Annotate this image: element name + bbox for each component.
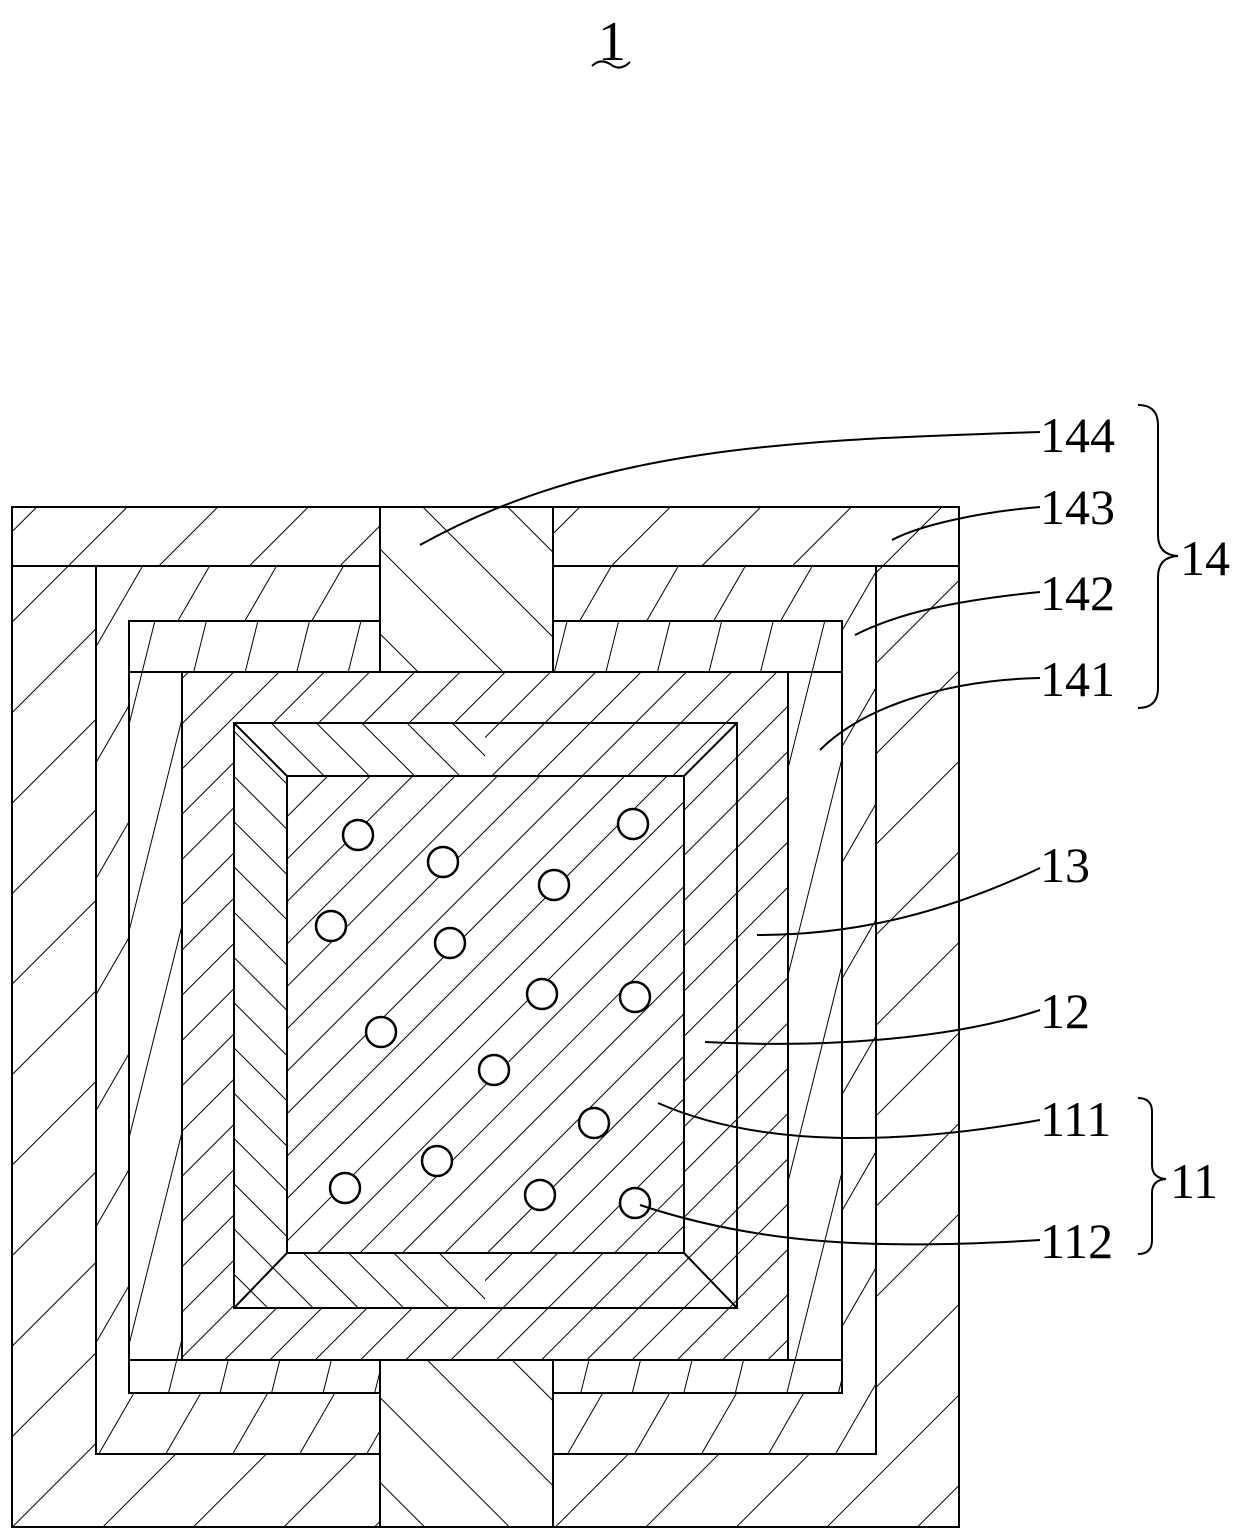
figure-number: 1: [591, 11, 631, 73]
particle: [618, 980, 652, 1014]
particles-112: [314, 807, 652, 1220]
label-14: 14: [1180, 530, 1230, 586]
leader-13: [756, 867, 1041, 936]
particle: [525, 977, 559, 1011]
leader-12: [704, 1009, 1041, 1045]
particle: [364, 1015, 398, 1049]
particle: [537, 868, 571, 902]
leader-144: [419, 431, 1041, 546]
layer-144: [379, 506, 554, 1528]
label-13: 13: [1040, 837, 1090, 893]
leader-111: [657, 1102, 1041, 1140]
label-12: 12: [1040, 983, 1090, 1039]
particle: [314, 909, 348, 943]
particle: [616, 807, 650, 841]
core-111: [286, 775, 685, 1254]
label-11: 11: [1170, 1153, 1218, 1209]
label-112: 112: [1040, 1213, 1113, 1269]
particle: [618, 1186, 652, 1220]
leader-141: [819, 677, 1041, 751]
leader-142: [854, 591, 1041, 636]
figure-number-tilde: [591, 60, 631, 69]
label-141: 141: [1040, 651, 1115, 707]
particle: [577, 1106, 611, 1140]
label-111: 111: [1040, 1091, 1111, 1147]
particle: [433, 926, 467, 960]
reference-labels: 144 143 142 141 14 13 12 111 11 112: [1040, 407, 1230, 1269]
particle: [426, 845, 460, 879]
leader-lines: [419, 431, 1041, 1246]
label-142: 142: [1040, 565, 1115, 621]
label-144: 144: [1040, 407, 1115, 463]
particle: [477, 1053, 511, 1087]
label-143: 143: [1040, 479, 1115, 535]
brace-11: [1137, 1097, 1167, 1255]
leader-143: [891, 506, 1041, 541]
particle: [328, 1171, 362, 1205]
particle: [420, 1144, 454, 1178]
leader-112: [639, 1204, 1041, 1246]
brace-14: [1137, 404, 1179, 709]
particle: [523, 1178, 557, 1212]
particle: [341, 818, 375, 852]
figure-number-text: 1: [598, 11, 626, 73]
